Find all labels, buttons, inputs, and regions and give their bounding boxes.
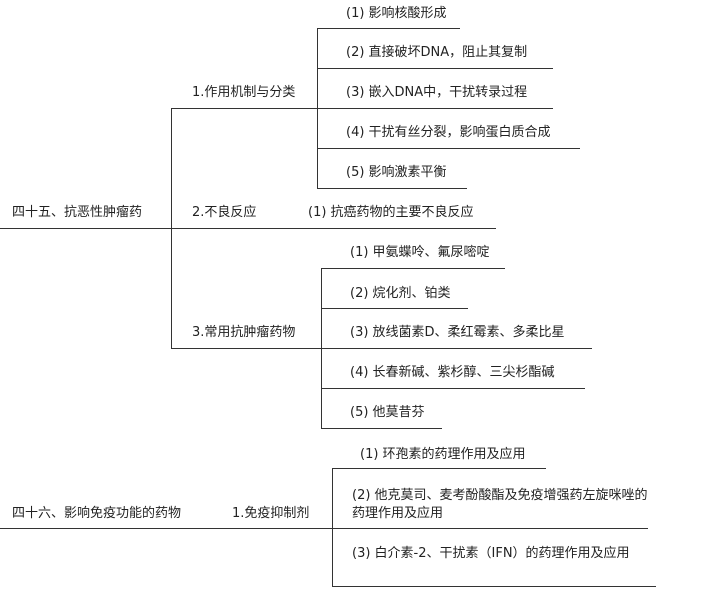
leaf-underline [321,268,505,269]
leaf-underline [317,188,467,189]
root-underline [0,528,333,529]
leaf-underline [332,468,546,469]
branch-label-mechanism: 1.作用机制与分类 [192,85,296,100]
leaf-underline [321,428,442,429]
branch-underline [171,108,318,109]
leaf-item: (4) 长春新碱、紫杉醇、三尖杉酯碱 [350,365,555,380]
leaf-item: (2) 他克莫司、麦考酚酸酯及免疫增强药左旋咪唑的药理作用及应用 [352,488,648,521]
branch-connector [332,468,333,586]
branch-underline [171,348,322,349]
leaf-item: (5) 影响激素平衡 [346,165,447,180]
branch-label-adverse: 2.不良反应 [192,205,257,220]
leaf-underline [321,388,585,389]
leaf-item: (5) 他莫昔芬 [350,405,425,420]
leaf-underline [332,528,648,529]
leaf-underline [321,308,468,309]
leaf-item: (1) 抗癌药物的主要不良反应 [308,205,474,220]
root-node-label: 四十六、影响免疫功能的药物 [12,506,182,521]
leaf-item: (2) 直接破坏DNA，阻止其复制 [346,45,528,60]
leaf-item: (1) 影响核酸形成 [346,6,447,21]
leaf-item: (1) 甲氨蝶呤、氟尿嘧啶 [350,245,490,260]
leaf-item: (4) 干扰有丝分裂，影响蛋白质合成 [346,125,551,140]
leaf-underline [317,148,580,149]
leaf-item: (3) 放线菌素D、柔红霉素、多柔比星 [350,325,565,340]
leaf-underline [321,348,592,349]
leaf-item: (1) 环孢素的药理作用及应用 [360,447,526,462]
leaf-underline [317,68,553,69]
branch-label-immunosuppressant: 1.免疫抑制剂 [232,506,310,521]
leaf-underline [317,108,553,109]
root-node-label: 四十五、抗恶性肿瘤药 [12,205,143,220]
leaf-underline [317,28,460,29]
leaf-underline [332,586,656,587]
branch-underline [171,228,496,229]
leaf-item: (3) 嵌入DNA中，干扰转录过程 [346,85,528,100]
root-underline [0,228,172,229]
branch-label-common-drugs: 3.常用抗肿瘤药物 [192,325,296,340]
leaf-item: (2) 烷化剂、铂类 [350,286,451,301]
leaf-item: (3) 白介素-2、干扰素（IFN）的药理作用及应用 [352,546,630,561]
